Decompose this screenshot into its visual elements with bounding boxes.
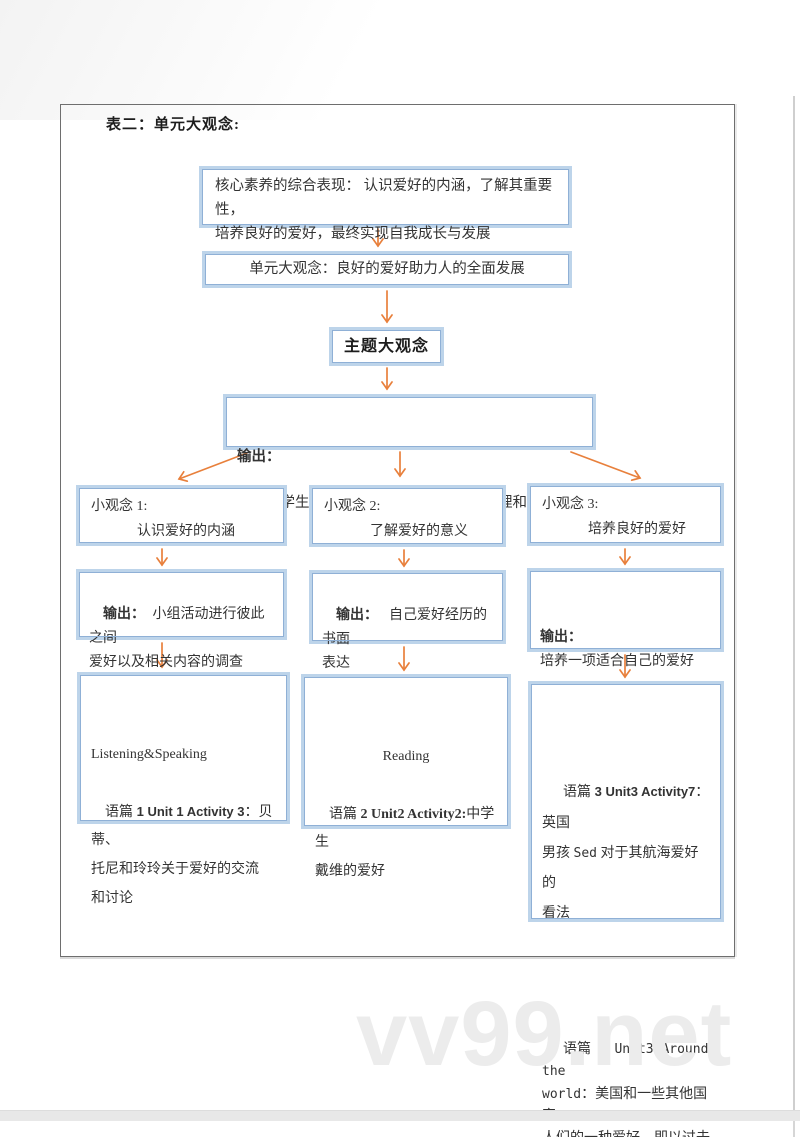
theme-big-concept-text: 主题大观念 [343,337,429,355]
concept1-box: 小观念 1: 认识爱好的内涵 [76,485,287,546]
output3-box: 输出： 培养一项适合自己的爱好 [527,568,724,669]
unit-big-concept-box: 单元大观念：良好的爱好助力人的全面发展 [202,251,572,288]
activity3-p1-genre-label: 语篇 [563,785,591,801]
activity3-p2-unit-ref: 4 Unit3 Around the world [542,1041,709,1102]
page-right-edge [793,96,795,1110]
activity3-p1-name: Sed [573,845,597,861]
concept3-box: 小观念 3: 培养良好的爱好 [527,483,724,546]
concept3-text: 培养良好的爱好 [588,521,686,537]
page-title: 表二：单元大观念: [106,117,240,133]
activity3-p1-desc-b: 对于其航海爱好的 看法 [542,845,699,921]
concept1-title: 小观念 1: [91,499,148,514]
core-competency-box: 核心素养的综合表现： 认识爱好的内涵，了解其重要性， 培养良好的爱好，最终实现自… [199,166,572,242]
activity3-p2-genre-label: 语篇 [563,1041,591,1057]
activity2-description: 中学生 戴维的爱好 [315,806,495,880]
page-right-edge-lower [793,1121,795,1137]
theme-big-concept-box: 主题大观念 [329,327,444,366]
concept2-box: 小观念 2: 了解爱好的意义 [309,485,506,547]
output1-text: 小组活动进行彼此之间 爱好以及相关内容的调查 [89,607,265,671]
activity2-unit-ref: 2 Unit2 Activity2: [357,806,467,822]
output3-text: 培养一项适合自己的爱好 [540,654,694,670]
output1-label: 输出： [103,607,145,623]
activity1-description: ：贝蒂、 托尼和玲玲关于爱好的交流 和讨论 [91,804,273,906]
concept3-title: 小观念 3: [542,497,599,512]
activity2-box: Reading 语篇 2 Unit2 Activity2:中学生 戴维的爱好 [301,674,511,879]
output3-label: 输出： [540,630,582,646]
output2-label: 输出： [336,608,378,624]
page-break-band [0,1110,800,1121]
activity3-p1-unit-ref: 3 Unit3 Activity7 [591,784,696,800]
activity1-genre-label: 语篇 [105,804,133,820]
activity2-heading: Reading [382,749,430,765]
activity3-p1-desc-a: ：英国 男孩 [542,785,710,861]
activity1-heading: Listening&Speaking [91,747,207,763]
output1-box: 输出： 小组活动进行彼此之间 爱好以及相关内容的调查 [76,569,287,670]
activity3-box: 语篇 3 Unit3 Activity7：英国 男孩 Sed 对于其航海爱好的 … [528,681,724,1137]
output2-text: 自己爱好经历的书面 表达 [322,608,487,672]
concept2-text: 了解爱好的意义 [370,523,468,539]
activity1-box: Listening&Speaking 语篇 1 Unit 1 Activity … [77,672,290,906]
table-outer-frame [60,104,735,957]
output2-box: 输出： 自己爱好经历的书面 表达 [309,570,506,671]
activity2-genre-label: 语篇 [329,806,357,822]
concept2-title: 小观念 2: [324,499,381,514]
concept1-text: 认识爱好的内涵 [137,523,235,539]
unit-big-concept-text: 单元大观念：良好的爱好助力人的全面发展 [249,261,525,278]
activity1-unit-ref: 1 Unit 1 Activity 3 [133,803,245,819]
main-output-label: 输出： [237,449,281,465]
main-output-box: 输出： 培养学生的爱好从而培养学生健康的心理和健全的人格 [223,394,596,534]
activity3-passage3: 语篇 3 Unit3 Activity7：英国 男孩 Sed 对于其航海爱好的 … [542,748,710,959]
